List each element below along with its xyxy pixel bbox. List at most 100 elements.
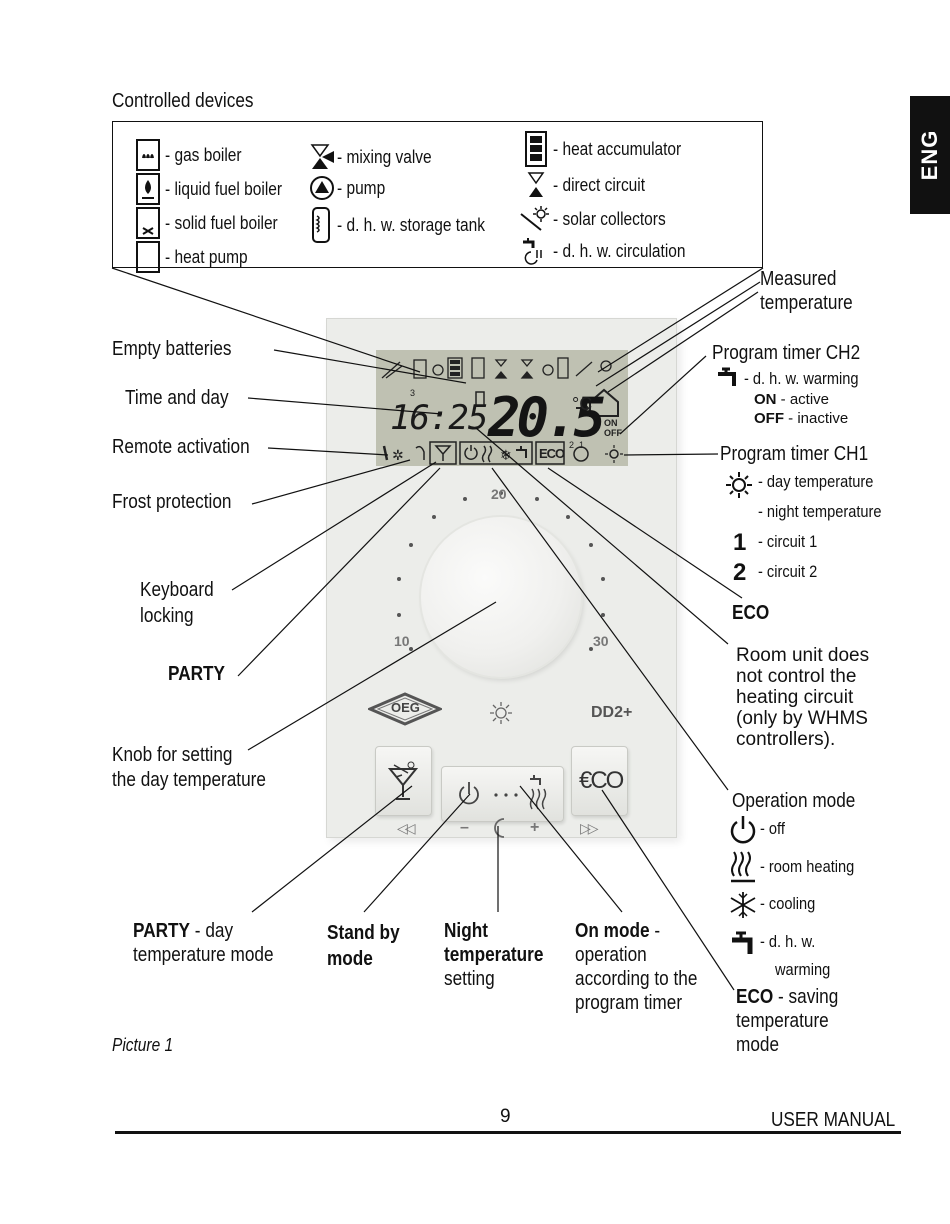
op-dhw-label-1: - d. h. w. — [760, 932, 816, 951]
scale-dot — [463, 497, 468, 502]
eco-label: ECO — [732, 602, 770, 624]
onmode-line-3: according to the — [575, 968, 698, 990]
keyboard-locking-label-1: Keyboard — [140, 579, 214, 601]
scale-dot — [589, 647, 594, 651]
heat-accumulator-item: - heat accumulator — [523, 130, 702, 168]
gas-boiler-label: - gas boiler — [165, 144, 242, 165]
knob-label-2: the day temperature — [112, 769, 266, 791]
scale-dot — [565, 515, 570, 520]
ch2-off-line: OFF - inactive — [754, 410, 848, 427]
ch2-off-bold: OFF — [754, 410, 784, 427]
scale-dot — [534, 497, 539, 502]
dhw-tap-icon — [732, 931, 753, 954]
frost-protection-label: Frost protection — [112, 491, 232, 513]
night-line-3: setting — [444, 968, 495, 990]
ch1-day-label: - day temperature — [758, 472, 874, 491]
plus-sign: + — [530, 819, 540, 836]
mode-button[interactable] — [441, 766, 564, 822]
onmode-text: - — [649, 920, 661, 942]
model-label: DD2+ — [591, 704, 633, 721]
scale-dot — [589, 543, 594, 547]
measured-temp-label-2: temperature — [760, 292, 853, 314]
heat-pump-label: - heat pump — [165, 246, 248, 267]
time-and-day-label: Time and day — [125, 387, 229, 409]
scale-dot — [601, 613, 606, 618]
scale-dot — [396, 576, 401, 581]
room-unit-line: controllers). — [736, 729, 836, 750]
circuit-2-number: 2 — [733, 559, 747, 586]
pump-label: - pump — [337, 177, 386, 198]
scale-dot — [601, 576, 606, 581]
liquid-fuel-boiler-icon — [136, 173, 160, 205]
brand-label: OEG — [391, 700, 420, 715]
eco-button[interactable]: €CO — [571, 746, 628, 816]
ch2-off-text: - inactive — [784, 410, 849, 427]
lcd-ch1: 1 — [579, 440, 585, 450]
op-mode-title: Operation mode — [732, 790, 856, 812]
onmode-line-2: operation — [575, 944, 647, 966]
eco-saving-line-3: mode — [736, 1034, 780, 1056]
direct-circuit-label: - direct circuit — [553, 174, 646, 195]
ch1-night-label: - night temperature — [758, 502, 882, 521]
pump-icon — [310, 176, 334, 200]
eco-saving-bold: ECO — [736, 986, 774, 1008]
pump-item: - pump — [309, 174, 393, 202]
circuit-1-number: 1 — [733, 529, 747, 556]
op-dhw-label-2: warming — [775, 960, 831, 979]
scale-10: 10 — [394, 633, 410, 649]
ch2-on-text: - active — [776, 391, 830, 408]
off-power-icon — [730, 816, 756, 844]
controlled-devices-box: - gas boiler - liquid fuel boiler - soli… — [112, 121, 763, 273]
mixing-valve-label: - mixing valve — [337, 146, 432, 167]
scale-dot — [408, 543, 413, 547]
heat-pump-icon — [136, 241, 160, 273]
dhw-circulation-icon — [523, 238, 542, 265]
minus-sign: – — [460, 819, 469, 836]
mode-button-icons — [459, 775, 547, 810]
mixing-valve-item: - mixing valve — [309, 142, 447, 172]
eco-button-label: €CO — [579, 767, 624, 794]
sun-icon — [490, 702, 512, 724]
mixing-valve-icon — [310, 144, 334, 169]
oeg-logo-icon — [368, 692, 442, 726]
scale-30: 30 — [593, 633, 609, 649]
language-tab: ENG — [910, 96, 950, 214]
ch2-on-bold: ON — [754, 391, 777, 408]
night-line-1: Night — [444, 920, 488, 942]
power-icon — [459, 786, 479, 805]
dhw-storage-tank-label: - d. h. w. storage tank — [337, 214, 486, 235]
dhw-circulation-label: - d. h. w. circulation — [553, 240, 686, 261]
gas-boiler-item: - gas boiler — [135, 138, 254, 172]
standby-line-1: Stand by — [327, 922, 400, 944]
eco-saving-line-1: ECO - saving — [736, 986, 838, 1009]
party-mode-line-2: temperature mode — [133, 944, 274, 966]
day-sun-icon — [726, 472, 752, 498]
heating-icon — [731, 851, 755, 883]
page-number: 9 — [500, 1106, 511, 1127]
solid-fuel-boiler-item: - solid fuel boiler — [135, 206, 296, 240]
op-cooling-label: - cooling — [760, 894, 816, 913]
footer-title: USER MANUAL — [771, 1109, 896, 1131]
dhw-circulation-item: - d. h. w. circulation — [519, 236, 707, 266]
lcd-off: OFF — [604, 428, 622, 438]
party-button[interactable] — [375, 746, 432, 816]
ch1-c2-label: - circuit 2 — [758, 562, 818, 581]
solar-collectors-icon — [520, 206, 549, 231]
op-off-label: - off — [760, 819, 785, 838]
ch2-title: Program timer CH2 — [712, 342, 861, 364]
knob-label-1: Knob for setting — [112, 744, 233, 766]
lcd-day: 3 — [410, 388, 416, 398]
room-unit-line: heating circuit — [736, 687, 854, 708]
ch2-on-line: ON - active — [754, 391, 829, 408]
temperature-knob[interactable] — [421, 517, 581, 677]
lcd-on: ON — [604, 418, 618, 428]
scale-dot — [499, 491, 503, 495]
room-unit-line: Room unit does — [736, 645, 870, 666]
dhw-storage-tank-icon — [312, 207, 330, 243]
lcd-temperature: 20.5 — [488, 386, 606, 449]
onmode-line-1: On mode - — [575, 920, 660, 943]
keyboard-locking-label-2: locking — [140, 605, 194, 627]
tap-icon — [718, 367, 736, 386]
lcd-time: 16:25 — [390, 398, 488, 438]
